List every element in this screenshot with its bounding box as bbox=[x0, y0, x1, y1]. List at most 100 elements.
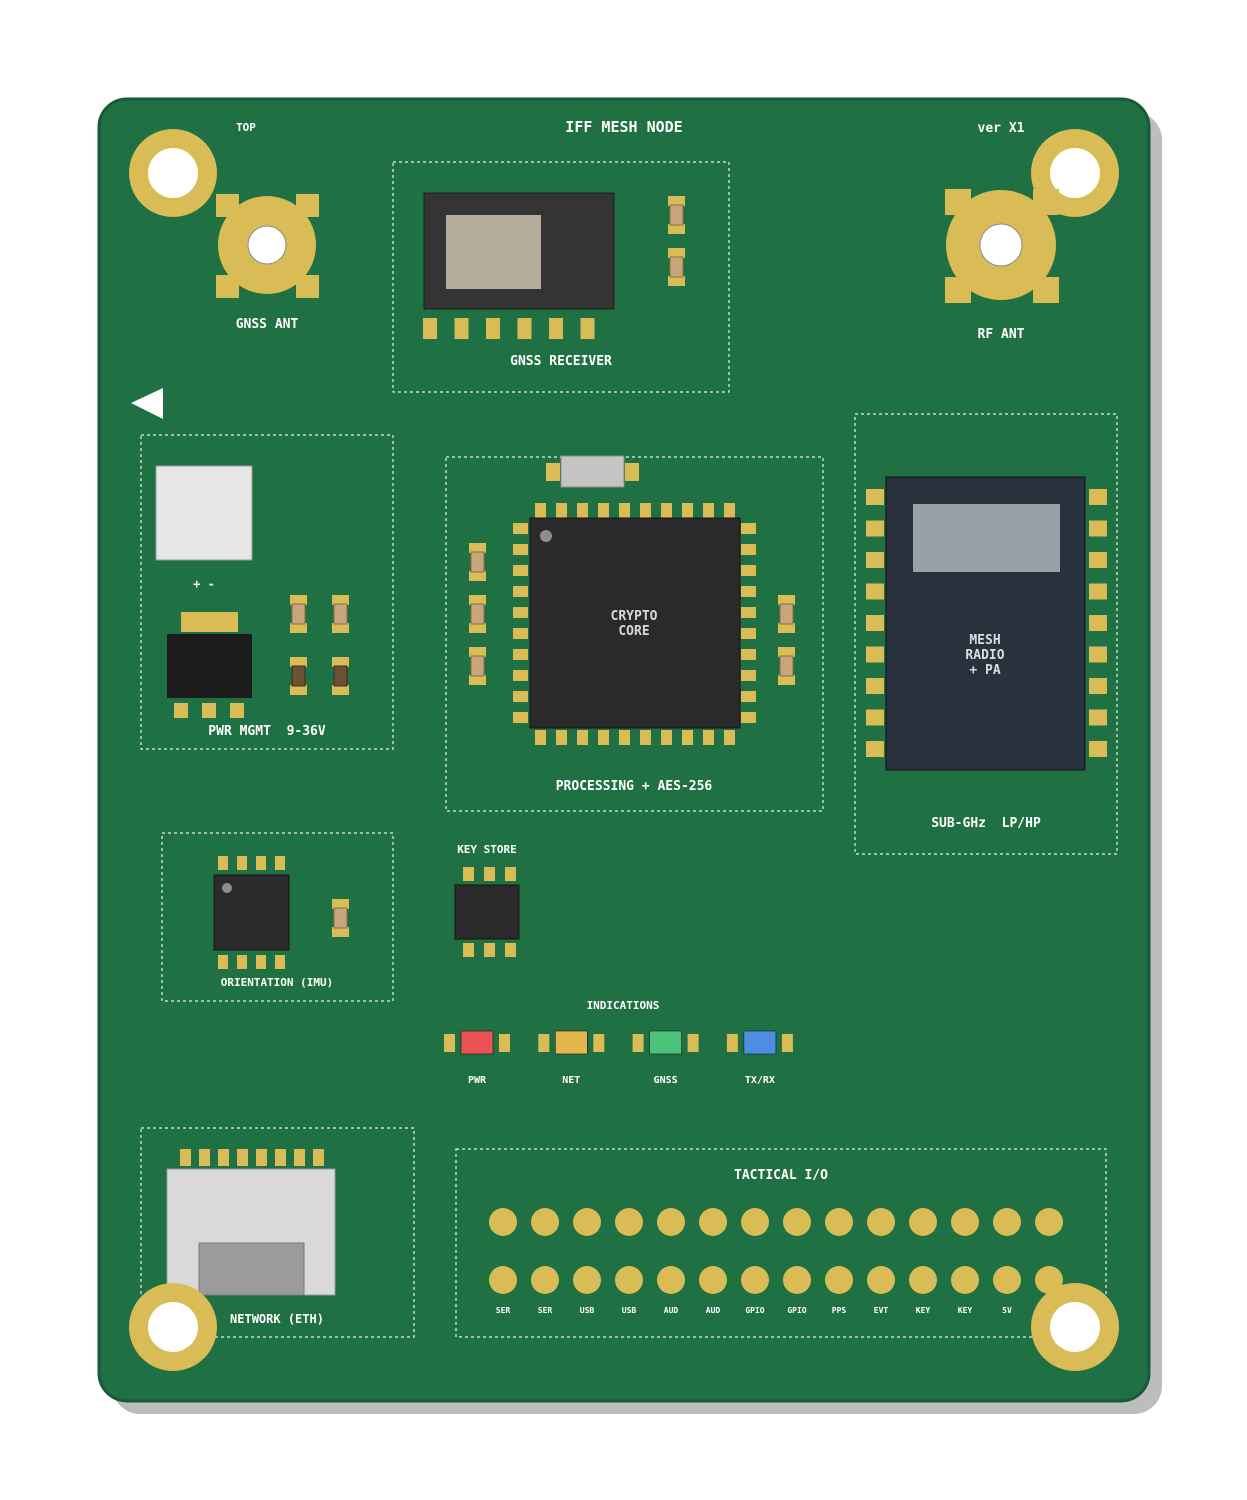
imu-pads bbox=[218, 856, 285, 969]
network-label: NETWORK (ETH) bbox=[230, 1312, 324, 1326]
status-led-gnss: GNSS bbox=[632, 1030, 699, 1086]
cpu-pad bbox=[513, 565, 528, 576]
cpu-pad bbox=[724, 503, 735, 518]
led-label: TX/RX bbox=[745, 1075, 775, 1086]
tactical-io-outline bbox=[455, 1148, 1107, 1338]
io-pin-label: 5V bbox=[1002, 1306, 1012, 1315]
led-label: NET bbox=[562, 1075, 580, 1086]
cpu-pad bbox=[513, 670, 528, 681]
io-pin-label: GPIO bbox=[745, 1306, 764, 1315]
io-pin-pps: PPS bbox=[825, 1208, 853, 1315]
gnss-passive-resistor-1 bbox=[668, 196, 685, 234]
cpu-pad bbox=[535, 503, 546, 518]
cpu-pad bbox=[703, 730, 714, 745]
ethernet-pad bbox=[275, 1149, 286, 1166]
led-label: GNSS bbox=[654, 1075, 678, 1086]
mounting-hole-top-left bbox=[129, 129, 217, 217]
led-label: PWR bbox=[468, 1075, 487, 1086]
radio-pad bbox=[1089, 520, 1107, 537]
cpu-pad bbox=[619, 730, 630, 745]
processing-outline bbox=[445, 456, 824, 812]
radio-label-line1: MESH bbox=[969, 633, 1000, 648]
cpu-pad bbox=[703, 503, 714, 518]
key-store-pad bbox=[484, 943, 495, 957]
radio-pad bbox=[866, 741, 884, 757]
radio-pad bbox=[1089, 741, 1107, 757]
rf-antenna-connector bbox=[945, 189, 1059, 303]
key-store-chip bbox=[454, 884, 520, 940]
radio-module-pads bbox=[866, 489, 1107, 757]
io-pin-label: SER bbox=[538, 1306, 553, 1315]
cpu-pad bbox=[661, 730, 672, 745]
imu-label: ORIENTATION (IMU) bbox=[221, 976, 334, 989]
gnss-receiver-label: GNSS RECEIVER bbox=[510, 354, 612, 369]
left-arrow-icon bbox=[131, 388, 163, 419]
cpu-pad bbox=[741, 586, 756, 597]
status-leds: PWR NET GNSS TX/RX bbox=[444, 1030, 793, 1086]
crypto-core-label-line1: CRYPTO bbox=[611, 609, 658, 624]
regulator-pin bbox=[174, 703, 188, 718]
io-pin-label: SER bbox=[496, 1306, 511, 1315]
crypto-core-chip bbox=[529, 517, 741, 729]
imu-resistor bbox=[332, 899, 349, 937]
cpu-pad bbox=[741, 712, 756, 723]
io-pin-label: USB bbox=[580, 1306, 595, 1315]
io-pin-gpio: GPIO bbox=[783, 1208, 811, 1315]
regulator-pin bbox=[230, 703, 244, 718]
power-outline bbox=[140, 434, 394, 750]
version-label: ver X1 bbox=[978, 121, 1025, 136]
gnss-pad bbox=[486, 318, 500, 339]
cpu-pad bbox=[741, 691, 756, 702]
io-pin-label: GPIO bbox=[787, 1306, 806, 1315]
ethernet-port-opening bbox=[198, 1242, 305, 1296]
cpu-pad bbox=[513, 691, 528, 702]
mounting-hole-bottom-left bbox=[129, 1283, 217, 1371]
gnss-antenna-connector bbox=[216, 194, 319, 298]
imu-pad bbox=[218, 856, 228, 870]
key-store-pad bbox=[505, 943, 516, 957]
regulator-pin bbox=[202, 703, 216, 718]
key-store-pad bbox=[463, 943, 474, 957]
gnss-ant-label: GNSS ANT bbox=[236, 317, 299, 332]
io-pin-label: PPS bbox=[832, 1306, 847, 1315]
radio-label-line2: RADIO bbox=[965, 648, 1004, 663]
gnss-receiver-outline bbox=[392, 161, 730, 393]
cpu-pad bbox=[513, 649, 528, 660]
imu-pad bbox=[275, 856, 285, 870]
gnss-pad bbox=[580, 318, 595, 339]
cpu-pad bbox=[513, 523, 528, 534]
imu-pad bbox=[256, 955, 266, 969]
ethernet-pad bbox=[294, 1149, 305, 1166]
status-led-pwr: PWR bbox=[444, 1030, 510, 1086]
cpu-pad bbox=[598, 503, 609, 518]
cpu-pad bbox=[577, 730, 588, 745]
io-pin-label: EVT bbox=[874, 1306, 889, 1315]
ethernet-pad bbox=[237, 1149, 248, 1166]
cpu-pad bbox=[741, 523, 756, 534]
io-pin-label: KEY bbox=[916, 1306, 931, 1315]
imu-pad bbox=[275, 955, 285, 969]
crystal-oscillator bbox=[546, 455, 639, 488]
io-pin-ser: SER bbox=[489, 1208, 517, 1315]
cpu-pad bbox=[556, 503, 567, 518]
top-label: TOP bbox=[236, 121, 256, 134]
imu-pad bbox=[237, 856, 247, 870]
radio-pad bbox=[866, 583, 884, 600]
power-polarity-label: + - bbox=[193, 577, 215, 591]
io-pin-aud: AUD bbox=[699, 1208, 727, 1315]
cpu-pad bbox=[513, 628, 528, 639]
voltage-regulator bbox=[167, 634, 252, 698]
ethernet-pad bbox=[199, 1149, 210, 1166]
gnss-passive-resistor-2 bbox=[668, 248, 685, 286]
radio-pad bbox=[866, 489, 884, 505]
ethernet-pad bbox=[180, 1149, 191, 1166]
network-outline bbox=[140, 1127, 415, 1338]
board-body bbox=[97, 97, 1151, 1403]
cpu-pad bbox=[741, 670, 756, 681]
processing-label: PROCESSING + AES-256 bbox=[556, 779, 713, 794]
radio-pad bbox=[866, 678, 884, 694]
power-capacitor bbox=[290, 657, 307, 695]
power-input-connector bbox=[155, 465, 253, 561]
